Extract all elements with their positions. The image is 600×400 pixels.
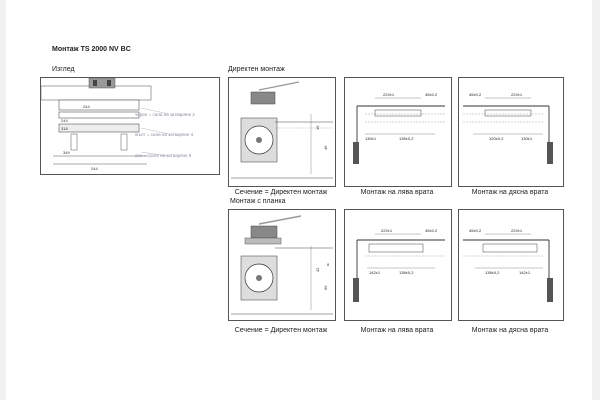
overview-dim-1: 244 <box>83 104 90 109</box>
right-1-dim-bottom-b: 130±1 <box>521 136 533 141</box>
caption-section-direct-1: Сечение = Директен монтаж <box>234 189 328 196</box>
left-2-dim-bottom-b: 138±0,2 <box>399 270 414 275</box>
right-1-dim-bottom-a: 120±0,2 <box>489 136 504 141</box>
caption-left-door-1: Монтаж на лява врата <box>360 189 434 196</box>
right-1-dim-top2: 45±0,2 <box>469 92 482 97</box>
overview-dim-5: 244 <box>91 166 98 171</box>
section-drawing-2: 42 66 8 <box>228 209 336 321</box>
right-door-drawing-1: 45±0,2 222±1 120±0,2 130±1 <box>458 77 564 187</box>
left-1-dim-bottom-a: 130±1 <box>365 136 377 141</box>
section-2-dim-a: 42 <box>315 267 320 272</box>
left-1-dim-top: 222±1 <box>383 92 395 97</box>
left-door-drawing-1: 222±1 45±0,2 130±1 135±0,2 <box>344 77 452 187</box>
document-title: Монтаж TS 2000 NV BC <box>52 46 131 53</box>
left-door-drawing-2: 222±1 45±0,2 142±1 138±0,2 <box>344 209 452 321</box>
right-2-dim-bottom-a: 138±0,2 <box>485 270 500 275</box>
right-2-dim-top: 222±1 <box>511 228 523 233</box>
overview-label-yellow: жълт = сила на затваряне 4 <box>135 132 194 137</box>
left-2-dim-bottom-a: 142±1 <box>369 270 381 275</box>
caption-section-direct-2: Сечение = Директен монтаж <box>234 327 328 334</box>
left-1-dim-bottom-b: 135±0,2 <box>399 136 414 141</box>
section-1-dim-b: 46 <box>323 145 328 150</box>
section-2-dim-b: 66 <box>323 285 328 290</box>
caption-right-door-2: Монтаж на дясна врата <box>471 327 549 334</box>
overview-dim-4: 349 <box>63 150 70 155</box>
caption-left-door-2: Монтаж на лява врата <box>360 327 434 334</box>
section-2-dim-c: 8 <box>327 262 330 267</box>
overview-dim-2: 244 <box>61 118 68 123</box>
overview-label-blue: син = (сила на затваряне 5 <box>135 153 192 158</box>
overview-drawing: черен = сила на затваряне 2 жълт = сила … <box>40 77 220 175</box>
page-edge-right <box>592 0 600 400</box>
left-2-dim-top2: 45±0,2 <box>425 228 438 233</box>
right-door-drawing-2: 45±0,2 222±1 138±0,2 142±1 <box>458 209 564 321</box>
left-1-dim-top2: 45±0,2 <box>425 92 438 97</box>
overview-label-black: черен = сила на затваряне 2 <box>135 112 195 117</box>
overview-dim-3: 318 <box>61 126 68 131</box>
view-heading: Изглед <box>52 66 75 73</box>
direct-mount-heading: Директен монтаж <box>228 66 285 73</box>
section-1-dim-a: 15 <box>315 125 320 130</box>
plate-mount-heading: Монтаж с планка <box>230 198 286 205</box>
right-1-dim-top: 222±1 <box>511 92 523 97</box>
section-drawing-1: 15 46 <box>228 77 336 187</box>
caption-right-door-1: Монтаж на дясна врата <box>471 189 549 196</box>
left-2-dim-top: 222±1 <box>381 228 393 233</box>
right-2-dim-bottom-b: 142±1 <box>519 270 531 275</box>
right-2-dim-top2: 45±0,2 <box>469 228 482 233</box>
page-edge-left <box>0 0 6 400</box>
